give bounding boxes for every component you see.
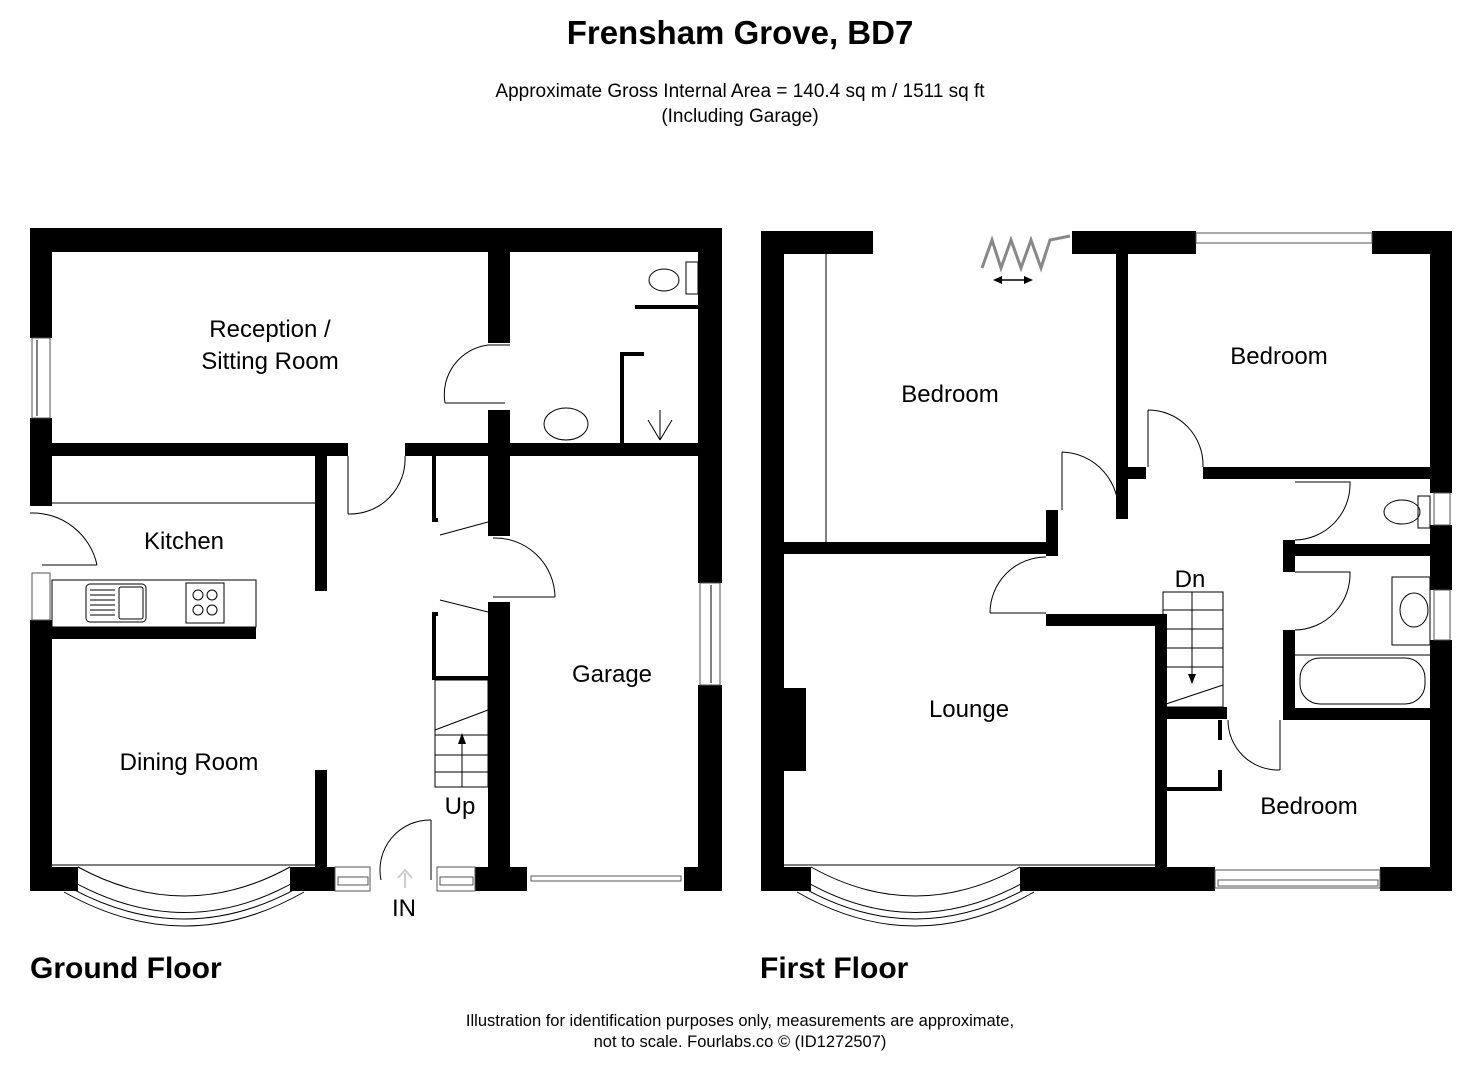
disclaimer-line-1: Illustration for identification purposes… (465, 1012, 1015, 1030)
first-floor-plan (761, 231, 1452, 927)
room-label-sitting-room: Sitting Room (201, 348, 338, 375)
disclaimer-line-2: not to scale. Fourlabs.co © (ID1272507) (593, 1033, 887, 1051)
page-title: Frensham Grove, BD7 (566, 14, 914, 51)
stairs-down-label: Dn (1175, 566, 1206, 593)
entrance-label: IN (392, 895, 416, 922)
ground-floor-plan (29, 228, 722, 927)
disclaimer: Illustration for identification purposes… (0, 1011, 1480, 1053)
room-label-reception: Reception / (209, 316, 331, 343)
ground-floor-label: Ground Floor (30, 952, 222, 985)
room-label-bedroom-1: Bedroom (901, 381, 998, 408)
room-label-kitchen: Kitchen (144, 528, 224, 555)
stairs-up-label: Up (445, 793, 476, 820)
area-note: (Including Garage) (661, 106, 819, 127)
room-label-bedroom-3: Bedroom (1260, 793, 1357, 820)
room-label-lounge: Lounge (929, 696, 1009, 723)
gross-internal-area: Approximate Gross Internal Area = 140.4 … (495, 81, 985, 102)
first-floor-label: First Floor (760, 952, 909, 985)
room-label-bedroom-2: Bedroom (1230, 343, 1327, 370)
room-label-dining-room: Dining Room (120, 749, 259, 776)
area-summary: Approximate Gross Internal Area = 140.4 … (0, 79, 1480, 129)
room-label-garage: Garage (572, 661, 652, 688)
